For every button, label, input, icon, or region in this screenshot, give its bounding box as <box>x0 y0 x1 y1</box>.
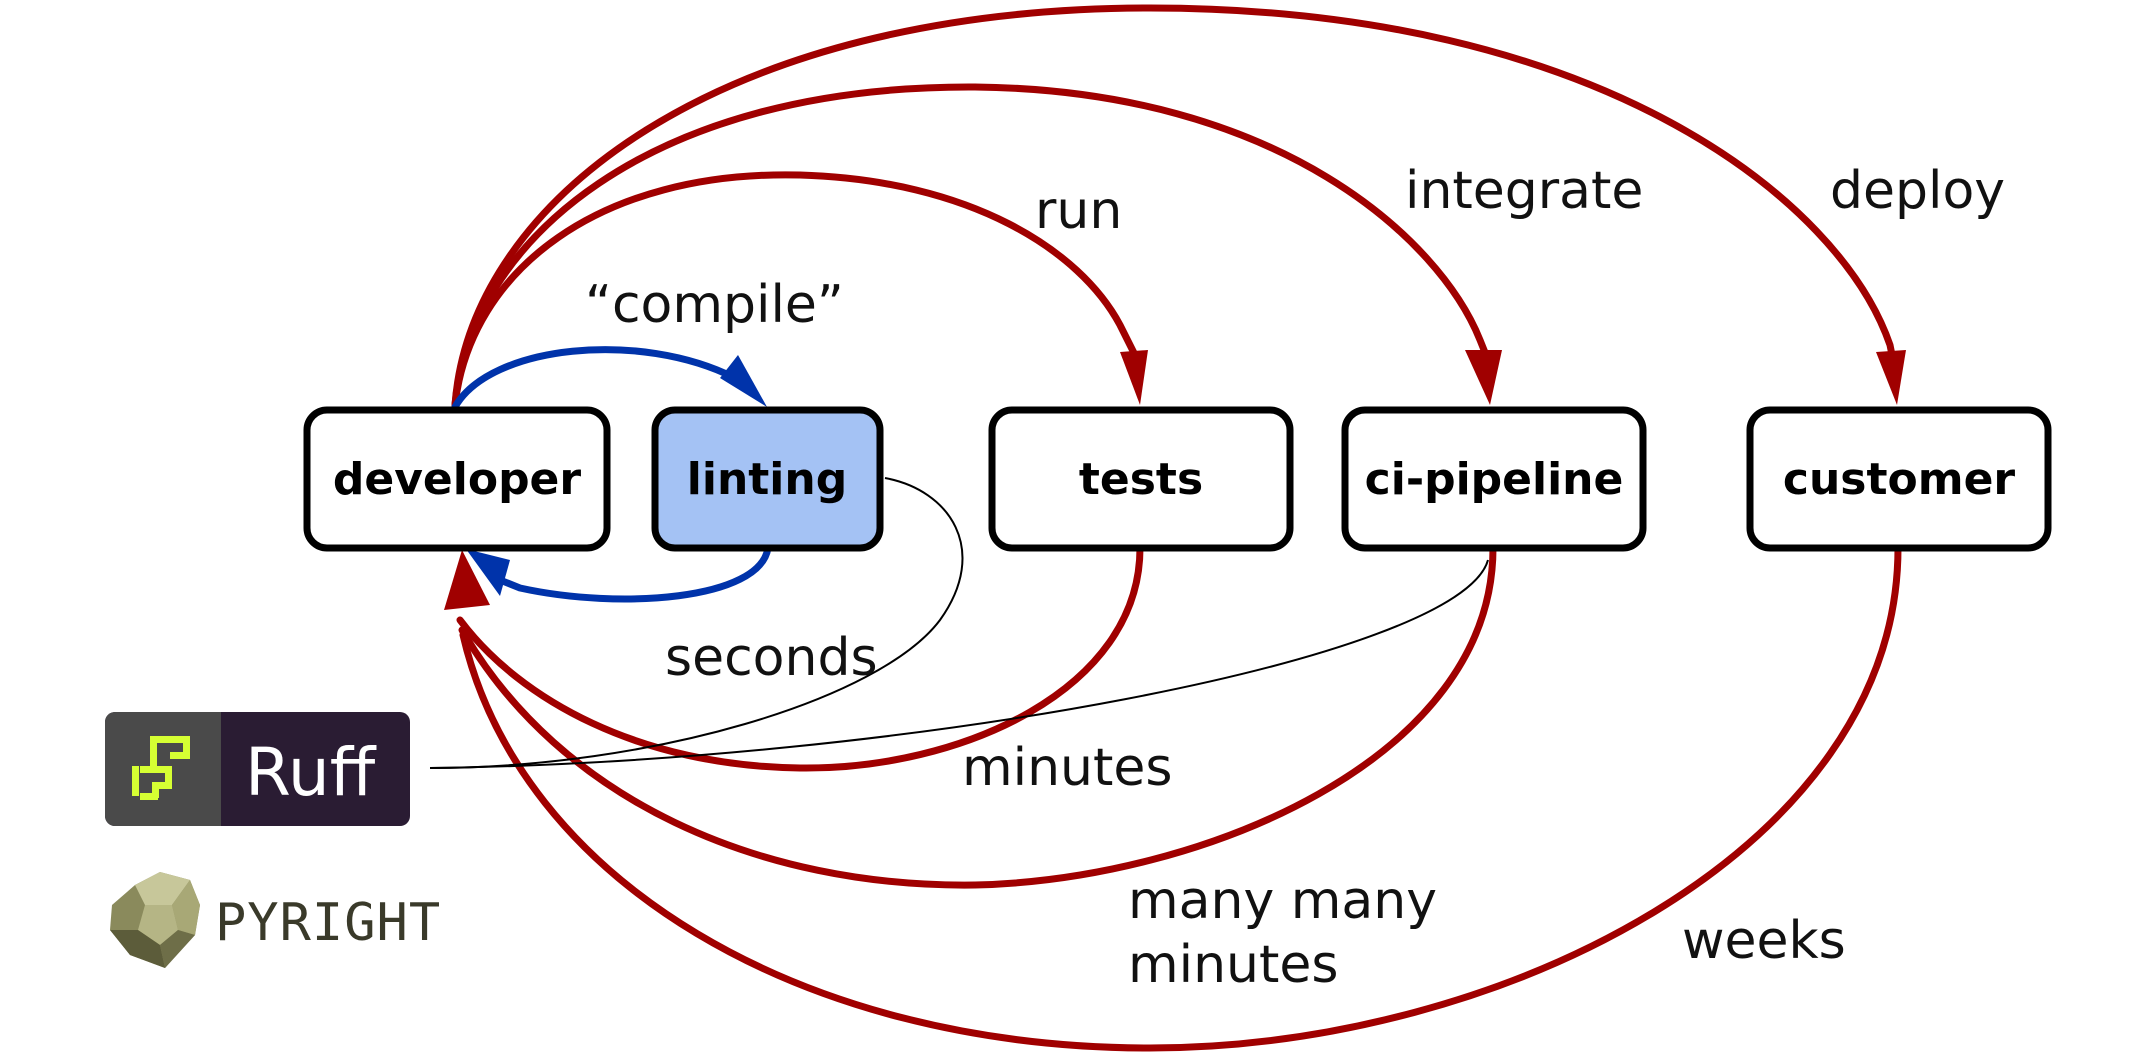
arc-developer-to-tests <box>451 171 1139 409</box>
label-many-many-minutes-line2: minutes <box>1128 935 1339 995</box>
arrowhead-return-developer <box>444 550 490 610</box>
return-arcs <box>456 544 1902 1052</box>
node-tests-box <box>988 406 1294 552</box>
arc-tests-to-developer <box>456 544 1144 772</box>
pyright-logo: PYRIGHT <box>110 872 441 968</box>
node-developer[interactable]: developer <box>303 406 611 552</box>
node-developer-label: developer <box>333 454 582 505</box>
arrowhead-customer <box>1876 350 1906 405</box>
node-ci-pipeline-box <box>1341 406 1647 552</box>
arrowhead-linting <box>720 355 767 407</box>
ruff-logo: Ruff <box>105 712 410 826</box>
fast-loop <box>451 346 772 603</box>
node-customer-label: customer <box>1783 454 2016 505</box>
arc-developer-to-ci-pipeline <box>451 83 1492 409</box>
node-ci-pipeline-label: ci-pipeline <box>1365 454 1624 505</box>
node-linting-box <box>651 406 884 552</box>
ruff-connectors <box>429 477 1489 769</box>
label-compile: “compile” <box>585 275 844 335</box>
forward-arcs <box>451 4 1897 409</box>
label-minutes: minutes <box>962 738 1173 798</box>
arc-linting-to-developer <box>496 544 772 603</box>
arrowhead-ci-pipeline <box>1465 350 1502 405</box>
label-run: run <box>1035 181 1122 241</box>
arrowhead-developer-blue <box>466 549 510 596</box>
forward-arrowheads <box>1120 350 1906 405</box>
ruff-logo-bg-icon-fix <box>200 712 221 826</box>
node-linting[interactable]: linting <box>651 406 884 552</box>
node-customer[interactable]: customer <box>1746 406 2052 552</box>
label-integrate: integrate <box>1405 161 1643 221</box>
pyright-rock-icon <box>110 872 200 968</box>
node-tests-label: tests <box>1079 454 1203 505</box>
node-linting-label: linting <box>687 454 847 505</box>
connector-ruff-to-linting <box>429 477 964 769</box>
node-ci-pipeline[interactable]: ci-pipeline <box>1341 406 1647 552</box>
node-tests[interactable]: tests <box>988 406 1294 552</box>
node-developer-box <box>303 406 611 552</box>
arc-developer-to-linting <box>451 346 739 411</box>
lightning-icon <box>132 736 190 800</box>
arc-customer-to-developer <box>459 544 1902 1052</box>
label-deploy: deploy <box>1830 161 2005 221</box>
connector-ruff-to-ci-pipeline <box>429 559 1489 769</box>
arc-developer-to-customer <box>451 4 1897 409</box>
pyright-logo-text: PYRIGHT <box>215 893 441 953</box>
arc-ci-pipeline-to-developer <box>458 544 1497 889</box>
label-many-many-minutes-line1: many many <box>1128 871 1437 931</box>
label-weeks: weeks <box>1682 911 1846 971</box>
arrowhead-tests <box>1120 350 1148 405</box>
node-customer-box <box>1746 406 2052 552</box>
label-seconds: seconds <box>665 628 878 688</box>
ruff-logo-text: Ruff <box>245 734 377 811</box>
